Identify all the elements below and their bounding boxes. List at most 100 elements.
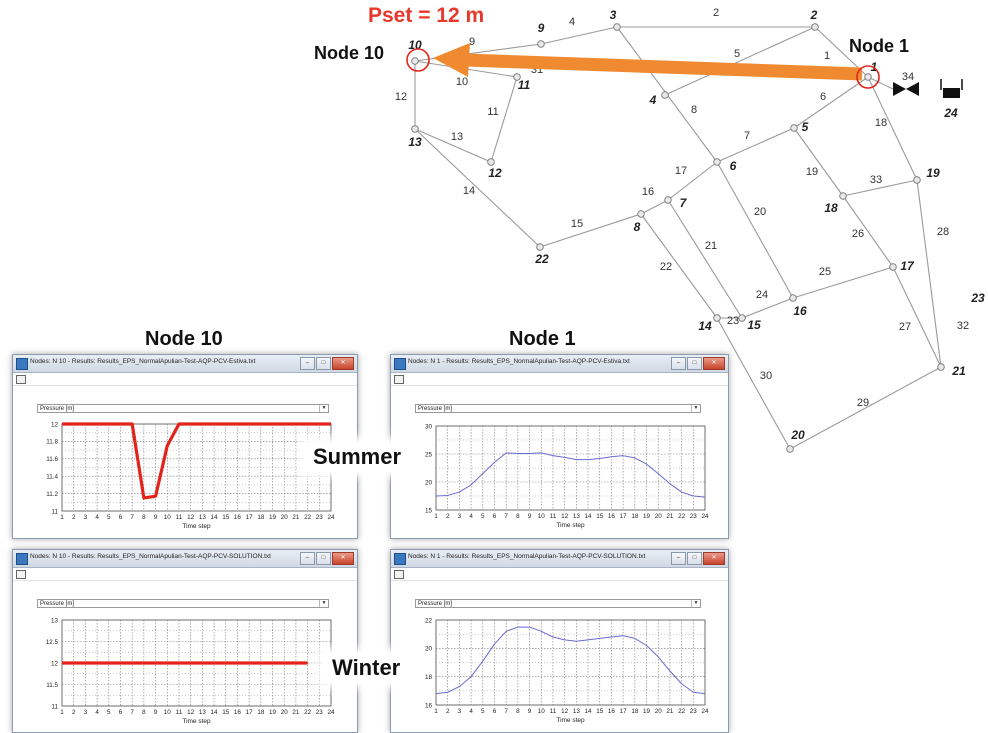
network-link-7 bbox=[716, 127, 795, 163]
app-icon bbox=[394, 358, 406, 370]
network-node-13 bbox=[411, 125, 419, 133]
x-axis-label: Time step bbox=[182, 523, 211, 530]
result-window-node1-summer: Nodes: N 1 - Results: Results_EPS_Normal… bbox=[390, 354, 729, 539]
y-tick-label: 11 bbox=[51, 508, 58, 515]
network-link-16 bbox=[640, 199, 669, 215]
y-tick-label: 11 bbox=[51, 703, 58, 710]
x-tick-label: 10 bbox=[164, 709, 172, 716]
network-node-11 bbox=[513, 73, 521, 81]
x-tick-label: 3 bbox=[458, 708, 462, 715]
close-button[interactable]: ✕ bbox=[703, 552, 725, 565]
x-tick-label: 21 bbox=[666, 513, 674, 520]
x-tick-label: 15 bbox=[222, 514, 230, 521]
x-tick-label: 2 bbox=[72, 709, 76, 716]
x-tick-label: 19 bbox=[269, 709, 277, 716]
link-label-21: 21 bbox=[705, 240, 717, 252]
x-axis-label: Time step bbox=[556, 717, 585, 724]
x-tick-label: 13 bbox=[573, 708, 581, 715]
y-tick-label: 11.6 bbox=[46, 456, 58, 463]
x-tick-label: 13 bbox=[199, 709, 207, 716]
maximize-button[interactable]: □ bbox=[687, 357, 702, 370]
window-title: Nodes: N 10 - Results: Results_EPS_Norma… bbox=[30, 358, 256, 365]
network-node-9 bbox=[537, 40, 545, 48]
series-line bbox=[435, 626, 706, 695]
node-10-highlight bbox=[406, 48, 430, 72]
minimize-button[interactable]: – bbox=[671, 552, 686, 565]
x-tick-label: 16 bbox=[608, 513, 616, 520]
window-titlebar[interactable]: Nodes: N 10 - Results: Results_EPS_Norma… bbox=[13, 355, 357, 373]
minimize-button[interactable]: – bbox=[300, 357, 315, 370]
link-label-14: 14 bbox=[463, 185, 475, 197]
link-label-22: 22 bbox=[660, 261, 672, 273]
export-icon[interactable] bbox=[16, 570, 26, 579]
result-window-node10-winter: Nodes: N 10 - Results: Results_EPS_Norma… bbox=[12, 549, 358, 733]
x-tick-label: 20 bbox=[281, 709, 289, 716]
summer-label: Summer bbox=[306, 443, 409, 471]
x-tick-label: 5 bbox=[481, 513, 485, 520]
link-label-13: 13 bbox=[451, 131, 463, 143]
x-tick-label: 17 bbox=[246, 514, 254, 521]
window-titlebar[interactable]: Nodes: N 1 - Results: Results_EPS_Normal… bbox=[391, 550, 728, 568]
link-label-12: 12 bbox=[395, 91, 407, 103]
network-node-2 bbox=[811, 23, 819, 31]
network-link-17 bbox=[667, 161, 718, 201]
link-label-30: 30 bbox=[760, 370, 772, 382]
export-icon[interactable] bbox=[394, 375, 404, 384]
y-tick-label: 20 bbox=[425, 646, 433, 653]
x-tick-label: 23 bbox=[690, 708, 698, 715]
node-label-9: 9 bbox=[538, 21, 545, 35]
x-tick-label: 6 bbox=[119, 514, 123, 521]
link-label-27: 27 bbox=[899, 321, 911, 333]
x-tick-label: 6 bbox=[493, 708, 497, 715]
window-titlebar[interactable]: Nodes: N 1 - Results: Results_EPS_Normal… bbox=[391, 355, 728, 373]
variable-select[interactable]: Pressure [m]▼ bbox=[415, 404, 701, 413]
x-tick-label: 16 bbox=[608, 708, 616, 715]
x-tick-label: 8 bbox=[516, 513, 520, 520]
link-label-18: 18 bbox=[875, 117, 887, 129]
x-tick-label: 21 bbox=[292, 514, 300, 521]
export-icon[interactable] bbox=[16, 375, 26, 384]
minimize-button[interactable]: – bbox=[300, 552, 315, 565]
network-link-labels: 1245678910111213141516171819202122232425… bbox=[395, 7, 969, 409]
network-link-15 bbox=[539, 213, 642, 248]
link-label-17: 17 bbox=[675, 165, 687, 177]
link-label-23: 23 bbox=[727, 315, 739, 327]
x-tick-label: 10 bbox=[538, 708, 546, 715]
x-tick-label: 6 bbox=[493, 513, 497, 520]
x-tick-label: 13 bbox=[573, 513, 581, 520]
x-tick-label: 10 bbox=[538, 513, 546, 520]
variable-select[interactable]: Pressure [m]▼ bbox=[37, 599, 329, 608]
network-link-20 bbox=[716, 161, 794, 299]
network-node-14 bbox=[713, 314, 721, 322]
minimize-button[interactable]: – bbox=[671, 357, 686, 370]
x-tick-label: 24 bbox=[327, 709, 335, 716]
y-tick-label: 16 bbox=[425, 702, 433, 709]
maximize-button[interactable]: □ bbox=[316, 357, 331, 370]
maximize-button[interactable]: □ bbox=[316, 552, 331, 565]
link-label-11: 11 bbox=[487, 106, 498, 118]
network-link-26 bbox=[842, 195, 894, 268]
chevron-down-icon: ▼ bbox=[319, 405, 328, 412]
close-button[interactable]: ✕ bbox=[332, 357, 354, 370]
node-label-7: 7 bbox=[680, 196, 688, 210]
link-label-8: 8 bbox=[691, 104, 697, 116]
variable-select[interactable]: Pressure [m]▼ bbox=[415, 599, 701, 608]
maximize-button[interactable]: □ bbox=[687, 552, 702, 565]
x-tick-label: 18 bbox=[257, 514, 265, 521]
close-button[interactable]: ✕ bbox=[332, 552, 354, 565]
plot-area bbox=[435, 619, 706, 706]
x-tick-label: 1 bbox=[60, 709, 64, 716]
node-label-19: 19 bbox=[926, 166, 940, 180]
x-tick-label: 5 bbox=[107, 514, 111, 521]
x-tick-label: 16 bbox=[234, 709, 242, 716]
network-link-34-segment bbox=[867, 76, 894, 90]
variable-select[interactable]: Pressure [m]▼ bbox=[37, 404, 329, 413]
x-tick-label: 9 bbox=[528, 708, 532, 715]
export-icon[interactable] bbox=[394, 570, 404, 579]
window-titlebar[interactable]: Nodes: N 10 - Results: Results_EPS_Norma… bbox=[13, 550, 357, 568]
link-label-26: 26 bbox=[852, 228, 864, 240]
result-window-node1-winter: Nodes: N 1 - Results: Results_EPS_Normal… bbox=[390, 549, 729, 733]
close-button[interactable]: ✕ bbox=[703, 357, 725, 370]
x-tick-label: 2 bbox=[72, 514, 76, 521]
y-tick-label: 30 bbox=[425, 423, 433, 430]
